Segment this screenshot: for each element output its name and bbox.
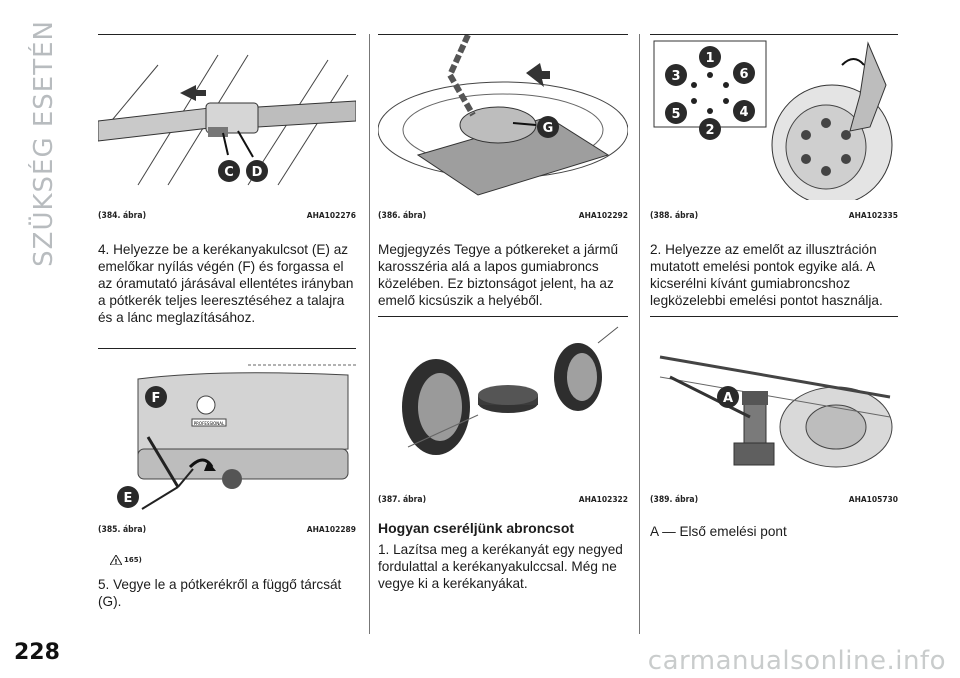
page-number: 228	[14, 640, 60, 665]
figure-384: C D (384. ábra) AHA102276	[98, 34, 356, 225]
figure-label: (385. ábra)	[98, 525, 147, 535]
callout-c: C	[224, 165, 234, 180]
step-1-text: 1. Lazítsa meg a kerékanyát egy negyed f…	[378, 542, 623, 591]
step-2-text: 2. Helyezze az emelőt az illusztráción m…	[650, 242, 883, 308]
svg-text:6: 6	[739, 67, 748, 82]
chain-plate-illustration: G	[378, 35, 628, 196]
lug-nut-order-illustration: 1 2 3 4 5 6	[653, 40, 893, 200]
step-5-text: 5. Vegye le a pótkerékről a függő tárcsá…	[98, 577, 342, 609]
figure-label: (388. ábra)	[650, 211, 699, 221]
svg-text:PROFESSIONAL: PROFESSIONAL	[194, 421, 225, 426]
column-divider-2	[639, 34, 640, 634]
section-title: SZÜKSÉG ESETÉN	[29, 20, 59, 267]
figure-code: AHA102289	[306, 525, 356, 534]
figure-caption: (384. ábra) AHA102276	[98, 211, 356, 221]
figure-caption: (389. ábra) AHA105730	[650, 495, 898, 505]
step-4-text: 4. Helyezze be a kerékanyakulcsot (E) az…	[98, 242, 354, 325]
figure-label: (386. ábra)	[378, 211, 427, 221]
svg-text:!: !	[114, 558, 117, 565]
spare-wheel-lowering-illustration: PROFESSIONAL F E	[117, 364, 356, 510]
svg-text:5: 5	[671, 107, 680, 122]
jack-lift-point-illustration: A	[659, 355, 893, 468]
figure-code: AHA102276	[306, 211, 356, 220]
figure-388: 1 2 3 4 5 6 (388. ábra) AHA102335	[650, 34, 898, 225]
figure-code: AHA102335	[848, 211, 898, 220]
figure-caption: (386. ábra) AHA102292	[378, 211, 628, 221]
figure-code: AHA102322	[578, 495, 628, 504]
note-text: Megjegyzés Tegye a pótkereket a jármű ka…	[378, 242, 619, 308]
figure-label: (387. ábra)	[378, 495, 427, 505]
warning-reference: ! 165)	[110, 555, 142, 565]
watermark: carmanualsonline.info	[647, 646, 946, 676]
svg-text:3: 3	[671, 69, 680, 84]
figure-385: PROFESSIONAL F E (385. ábra) AHA102289	[98, 348, 356, 539]
spare-under-body-illustration	[402, 326, 619, 455]
callout-d: D	[252, 165, 263, 180]
figure-389: A (389. ábra) AHA105730	[650, 316, 898, 507]
callout-e: E	[124, 491, 133, 506]
figure-label: (384. ábra)	[98, 211, 147, 221]
figure-387: (387. ábra) AHA102322	[378, 316, 628, 507]
callout-f: F	[152, 391, 161, 406]
jack-handle-illustration: C D	[98, 54, 356, 186]
figure-caption: (385. ábra) AHA102289	[98, 525, 356, 535]
callout-a: A	[723, 391, 733, 406]
svg-text:4: 4	[739, 105, 748, 120]
svg-text:2: 2	[705, 123, 714, 138]
figure-code: AHA102292	[578, 211, 628, 220]
figure-code: AHA105730	[848, 495, 898, 504]
legend-text: A — Első emelési pont	[650, 524, 787, 539]
svg-text:1: 1	[705, 51, 714, 66]
figure-caption: (387. ábra) AHA102322	[378, 495, 628, 505]
warning-triangle-icon: !	[110, 555, 122, 565]
callout-g: G	[543, 121, 554, 136]
column-divider-1	[369, 34, 370, 634]
figure-caption: (388. ábra) AHA102335	[650, 211, 898, 221]
figure-label: (389. ábra)	[650, 495, 699, 505]
section-heading: Hogyan cseréljünk abroncsot	[378, 520, 575, 536]
figure-386: G (386. ábra) AHA102292	[378, 34, 628, 225]
